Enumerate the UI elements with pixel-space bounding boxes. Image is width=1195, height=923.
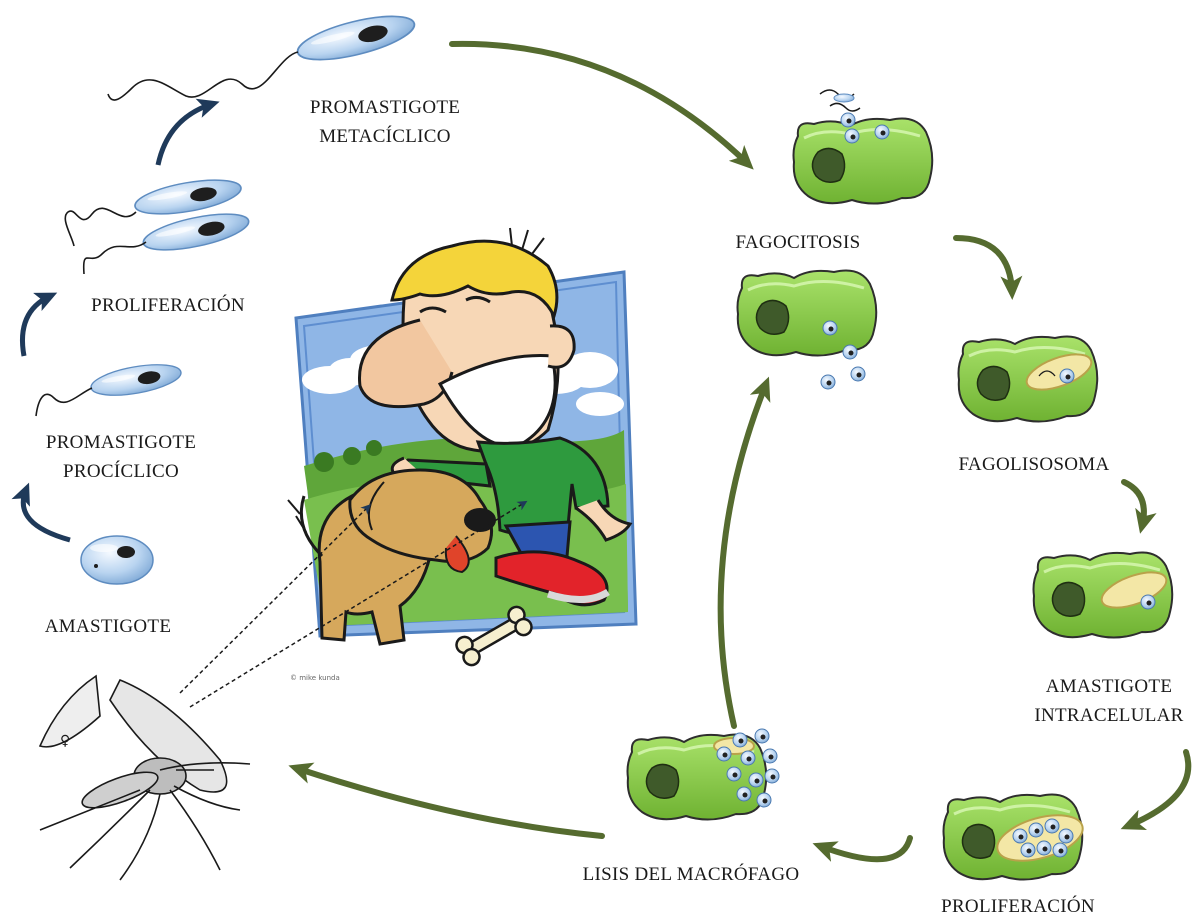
label-line: PROLIFERACIÓN bbox=[73, 291, 263, 320]
label-amastigote-intracelular: AMASTIGOTE INTRACELULAR bbox=[1024, 672, 1194, 730]
illustration-credit: © mike kunda bbox=[290, 674, 340, 682]
macrophage-amastigote-intracelular bbox=[1034, 553, 1173, 638]
label-line: METACÍCLICO bbox=[295, 122, 475, 151]
label-line: LISIS DEL MACRÓFAGO bbox=[566, 860, 816, 889]
macrophage-fagocitosis bbox=[794, 90, 933, 204]
label-promastigote-prociclico: PROMASTIGOTE PROCÍCLICO bbox=[36, 428, 206, 486]
promastigote-prociclico bbox=[36, 359, 183, 416]
label-promastigote-metaciclico: PROMASTIGOTE METACÍCLICO bbox=[295, 93, 475, 151]
boy-and-dog-illustration: © mike kunda bbox=[288, 228, 636, 682]
label-line: AMASTIGOTE bbox=[28, 612, 188, 641]
female-symbol: ♀ bbox=[60, 733, 70, 749]
label-line: PROMASTIGOTE bbox=[295, 93, 475, 122]
label-fagolisosoma: FAGOLISOSOMA bbox=[944, 450, 1124, 479]
label-amastigote: AMASTIGOTE bbox=[28, 612, 188, 641]
label-proliferacion-bottom: PROLIFERACIÓN bbox=[920, 892, 1116, 921]
label-line: PROCÍCLICO bbox=[36, 457, 206, 486]
sandfly-illustration bbox=[40, 676, 250, 880]
label-proliferacion-left: PROLIFERACIÓN bbox=[73, 291, 263, 320]
amastigote bbox=[81, 536, 153, 584]
label-fagocitosis: FAGOCITOSIS bbox=[718, 228, 878, 257]
macrophage-lisis bbox=[628, 729, 780, 820]
macrophage-proliferacion bbox=[944, 795, 1088, 880]
promastigote-proliferacion bbox=[65, 174, 251, 274]
macrophage-fagolisosoma bbox=[959, 337, 1098, 422]
label-line: AMASTIGOTE bbox=[1024, 672, 1194, 701]
macrophage-engulfing bbox=[738, 271, 877, 390]
label-line: PROLIFERACIÓN bbox=[920, 892, 1116, 921]
label-line: PROMASTIGOTE bbox=[36, 428, 206, 457]
promastigote-metaciclico bbox=[108, 7, 418, 100]
label-lisis-del-macrofago: LISIS DEL MACRÓFAGO bbox=[566, 860, 816, 889]
label-line: FAGOCITOSIS bbox=[718, 228, 878, 257]
label-line: INTRACELULAR bbox=[1024, 701, 1194, 730]
label-line: FAGOLISOSOMA bbox=[944, 450, 1124, 479]
